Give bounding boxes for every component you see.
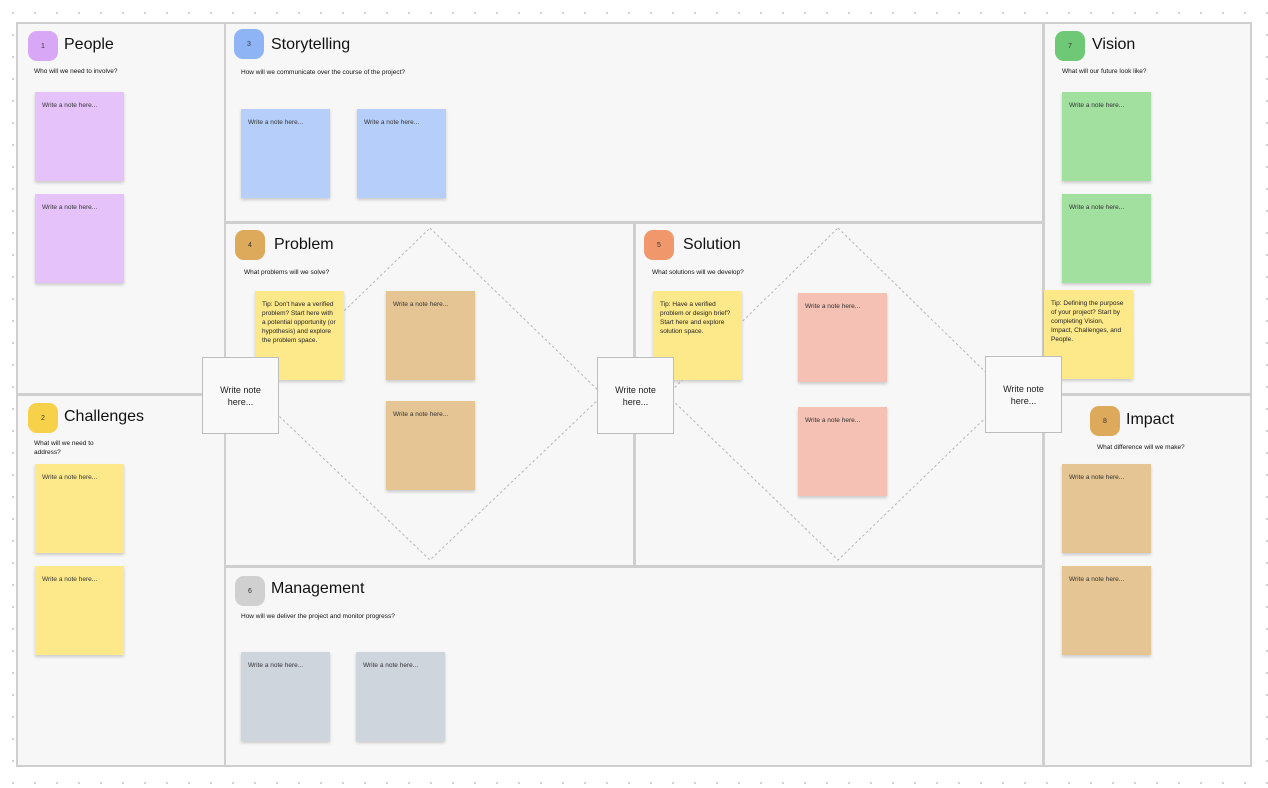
storytelling-question: How will we communicate over the course …	[241, 69, 406, 76]
connector-note-right[interactable]: Write note here...	[985, 356, 1062, 433]
management-note-2[interactable]: Write a note here...	[356, 652, 445, 741]
storytelling-note-1[interactable]: Write a note here...	[241, 109, 330, 198]
challenges-note-2[interactable]: Write a note here...	[35, 566, 124, 655]
vision-title: Vision	[1092, 36, 1136, 53]
solution-title: Solution	[683, 236, 741, 253]
challenges-title: Challenges	[64, 408, 145, 425]
people-note-2[interactable]: Write a note here...	[35, 194, 124, 283]
solution-number-badge: 5	[644, 230, 674, 260]
management-note-1[interactable]: Write a note here...	[241, 652, 330, 741]
storytelling-title: Storytelling	[271, 36, 351, 53]
vision-number-badge: 7	[1055, 31, 1085, 61]
management-question: How will we deliver the project and moni…	[241, 613, 395, 620]
management-number-badge: 6	[235, 576, 265, 606]
vision-note-2[interactable]: Write a note here...	[1062, 194, 1151, 283]
people-question: Who will we need to involve?	[34, 68, 118, 75]
solution-note-2[interactable]: Write a note here...	[798, 407, 887, 496]
problem-diamond	[256, 227, 604, 561]
connector-note-left[interactable]: Write note here...	[202, 357, 279, 434]
impact-title: Impact	[1126, 411, 1175, 428]
solution-diamond	[666, 227, 1010, 561]
problem-note-1[interactable]: Write a note here...	[386, 291, 475, 380]
problem-tip-note[interactable]: Tip: Don't have a verified problem? Star…	[255, 291, 344, 380]
vision-question: What will our future look like?	[1062, 68, 1147, 75]
solution-panel	[634, 222, 1044, 567]
challenges-number-badge: 2	[28, 403, 58, 433]
problem-note-2[interactable]: Write a note here...	[386, 401, 475, 490]
problem-question: What problems will we solve?	[244, 269, 330, 276]
impact-note-2[interactable]: Write a note here...	[1062, 566, 1151, 655]
storytelling-note-2[interactable]: Write a note here...	[357, 109, 446, 198]
impact-number-badge: 8	[1090, 406, 1120, 436]
storytelling-number-badge: 3	[234, 29, 264, 59]
people-title: People	[64, 36, 114, 53]
people-number-badge: 1	[28, 31, 58, 61]
problem-title: Problem	[274, 236, 334, 253]
impact-question: What difference will we make?	[1097, 444, 1185, 451]
solution-question: What solutions will we develop?	[652, 269, 744, 276]
connector-note-center[interactable]: Write note here...	[597, 357, 674, 434]
vision-note-1[interactable]: Write a note here...	[1062, 92, 1151, 181]
impact-note-1[interactable]: Write a note here...	[1062, 464, 1151, 553]
management-title: Management	[271, 580, 365, 597]
solution-note-1[interactable]: Write a note here...	[798, 293, 887, 382]
problem-number-badge: 4	[235, 230, 265, 260]
people-note-1[interactable]: Write a note here...	[35, 92, 124, 181]
problem-panel	[224, 222, 635, 567]
challenges-note-1[interactable]: Write a note here...	[35, 464, 124, 553]
challenges-question: What will we need to address?	[34, 440, 94, 456]
